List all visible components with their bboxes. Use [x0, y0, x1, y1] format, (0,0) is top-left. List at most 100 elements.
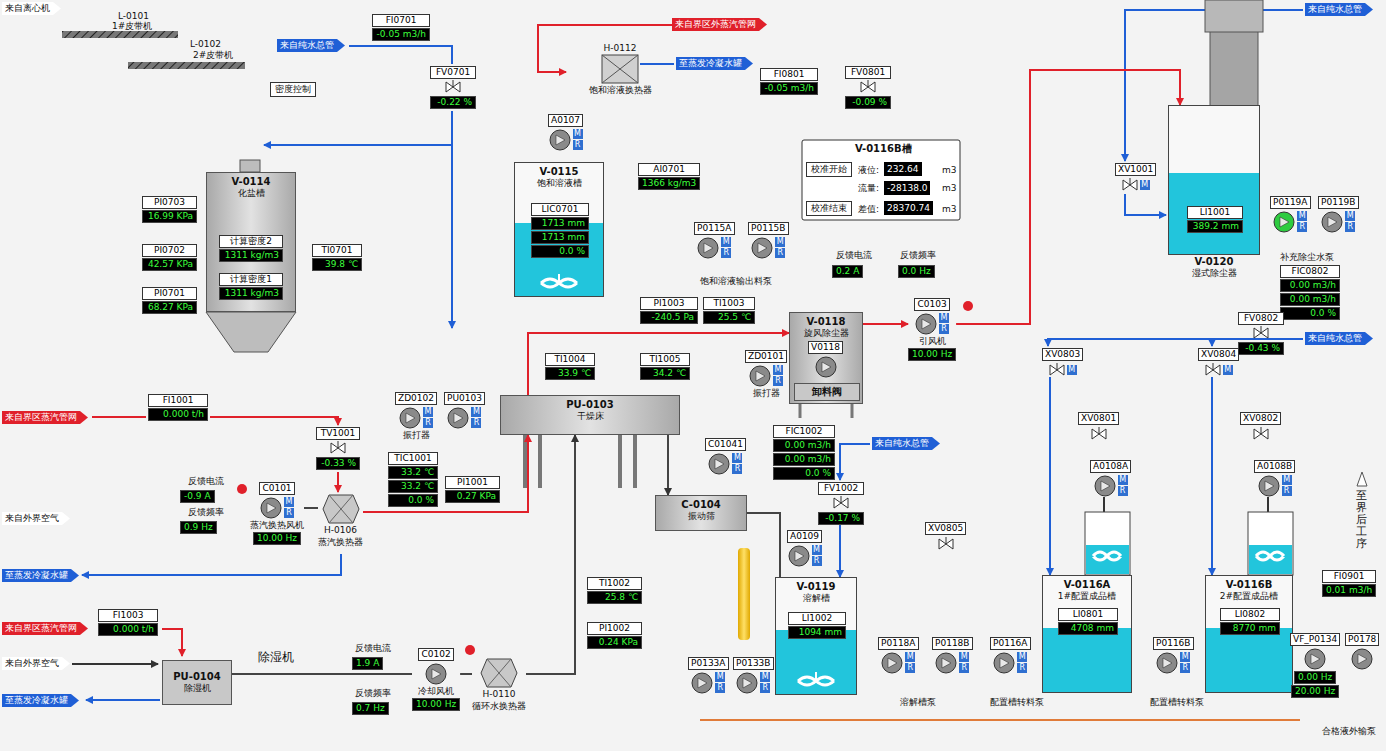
flow-tag: 至蒸发冷凝水罐 — [2, 694, 79, 707]
support-leg — [618, 435, 622, 488]
mode-button: R — [1017, 663, 1027, 673]
tag-label: 计算密度1 — [219, 273, 283, 286]
instrument-readout: PI070242.57 KPa — [142, 244, 197, 271]
valve-symbol — [1253, 427, 1269, 441]
valve-holder — [430, 79, 476, 95]
name-block: 卸料阀 — [795, 384, 859, 400]
value-readout: 25.8 ℃ — [587, 591, 642, 604]
motor-body — [550, 130, 570, 150]
tag-label: ZD0101 — [745, 350, 787, 363]
process-vessel: PU-0103干燥床 — [500, 395, 680, 435]
mode-buttons: MR — [939, 313, 949, 335]
symbol-row: MR — [751, 237, 785, 259]
valve-stem — [1212, 363, 1213, 370]
value-readout: 4708 mm — [1058, 622, 1118, 635]
value-readout: -0.9 A — [180, 490, 215, 503]
agitator-blade — [541, 279, 577, 287]
pipe-connector — [232, 673, 412, 675]
value-readout: 39.8 ℃ — [312, 258, 362, 271]
tag-label: FV0701 — [430, 66, 476, 79]
control-valve: FV0802-0.43 % — [1238, 312, 1284, 355]
tag-label: XV0805 — [925, 522, 966, 535]
mode-buttons: MR — [423, 407, 433, 429]
motor-unit: ZD0102MR振打器 — [395, 392, 437, 441]
motor-mark — [942, 658, 951, 668]
tag-label: P0118B — [932, 637, 973, 650]
valve-half — [1254, 328, 1261, 338]
mode-buttons: MR — [284, 497, 294, 519]
motor-body — [816, 357, 836, 377]
name-block: V-0114化盐槽 — [207, 173, 295, 199]
equipment-name: 蒸汽换热器 — [318, 537, 363, 548]
motor-body — [1305, 649, 1325, 669]
mode-button: M — [775, 237, 785, 247]
symbol-row — [1351, 648, 1373, 670]
valve-half — [1099, 429, 1106, 439]
symbol-row: MR — [749, 365, 783, 387]
support-leg — [538, 435, 542, 488]
mode-buttons: MR — [471, 407, 481, 429]
mode-button: R — [284, 508, 294, 518]
symbol-row: MR — [1273, 211, 1307, 233]
liquid-fill — [1086, 545, 1129, 574]
instrument-readout: FIC10020.00 m3/h0.00 m3/h0.0 % — [773, 425, 835, 480]
motor-unit: C0102冷却风机10.00 Hz — [412, 648, 460, 711]
mode-buttons: MR — [715, 672, 725, 694]
flow-tag: 至蒸发冷凝水罐 — [676, 57, 753, 70]
mode-buttons: MR — [1282, 475, 1292, 497]
exchanger-body — [481, 659, 517, 687]
mode-button: R — [905, 663, 915, 673]
value-readout: -240.5 Pa — [640, 311, 698, 324]
motor-icon — [691, 672, 713, 694]
tag-label: PI0701 — [142, 287, 197, 300]
mode-button: M — [1180, 652, 1190, 662]
motor-icon — [935, 652, 957, 674]
value-readout: 1713 mm — [531, 231, 589, 244]
motor-unit: C0103MR引风机10.00 Hz — [908, 298, 956, 361]
valve-symbol — [1122, 178, 1138, 192]
process-vessel: V-0114化盐槽计算密度21311 kg/m3计算密度11311 kg/m3 — [206, 172, 296, 312]
mode-button: M — [1017, 652, 1027, 662]
agitator-shaft — [1267, 497, 1269, 512]
symbol-row — [815, 356, 837, 378]
note-label: 1#皮带机 — [112, 21, 152, 32]
valve-stem — [453, 80, 454, 87]
motor-body — [1259, 476, 1279, 496]
tag-label: P0178 — [1345, 633, 1379, 646]
water-pipe — [1125, 194, 1166, 215]
value-cell: 28370.74 — [884, 201, 933, 215]
equipment-tag: PU-0103 — [566, 399, 613, 411]
motor-body — [448, 408, 468, 428]
motor-body — [916, 314, 936, 334]
instrument-readout: AI07011366 kg/m3 — [638, 163, 700, 190]
mode-button: M — [1118, 475, 1128, 485]
motor-unit: P0115BMR — [748, 222, 789, 259]
motor-body — [789, 546, 809, 566]
tag-label: XV1001 — [1115, 163, 1156, 176]
value-readout: 0.7 Hz — [352, 702, 389, 715]
equipment-name: 振打器 — [753, 388, 780, 399]
tag-label: 计算密度2 — [219, 235, 283, 248]
valve-half — [939, 539, 946, 549]
valve-stem — [1260, 427, 1261, 434]
instrument-readout: 计算密度11311 kg/m3 — [219, 273, 283, 300]
note-label: 2#皮带机 — [193, 50, 233, 61]
note-label: L-0102 — [190, 39, 221, 50]
tag-label: LIC0701 — [531, 203, 589, 216]
liquid-fill — [1249, 545, 1292, 574]
exchanger-body — [323, 495, 359, 523]
value-readout: 1094 mm — [788, 626, 846, 639]
motor-body — [737, 673, 757, 693]
motor-icon — [425, 663, 447, 685]
valve-symbol — [1253, 326, 1269, 340]
mode-buttons: MR — [760, 672, 770, 694]
symbol-row: MR — [1156, 652, 1190, 674]
symbol-row — [1091, 427, 1107, 441]
on-off-valve: XV0802 — [1240, 412, 1281, 441]
mode-button: R — [760, 683, 770, 693]
value-readout: 1.9 A — [352, 657, 383, 670]
tag-label: XV0801 — [1078, 412, 1119, 425]
agitator-blade — [794, 672, 838, 690]
motor-icon — [1321, 211, 1343, 233]
